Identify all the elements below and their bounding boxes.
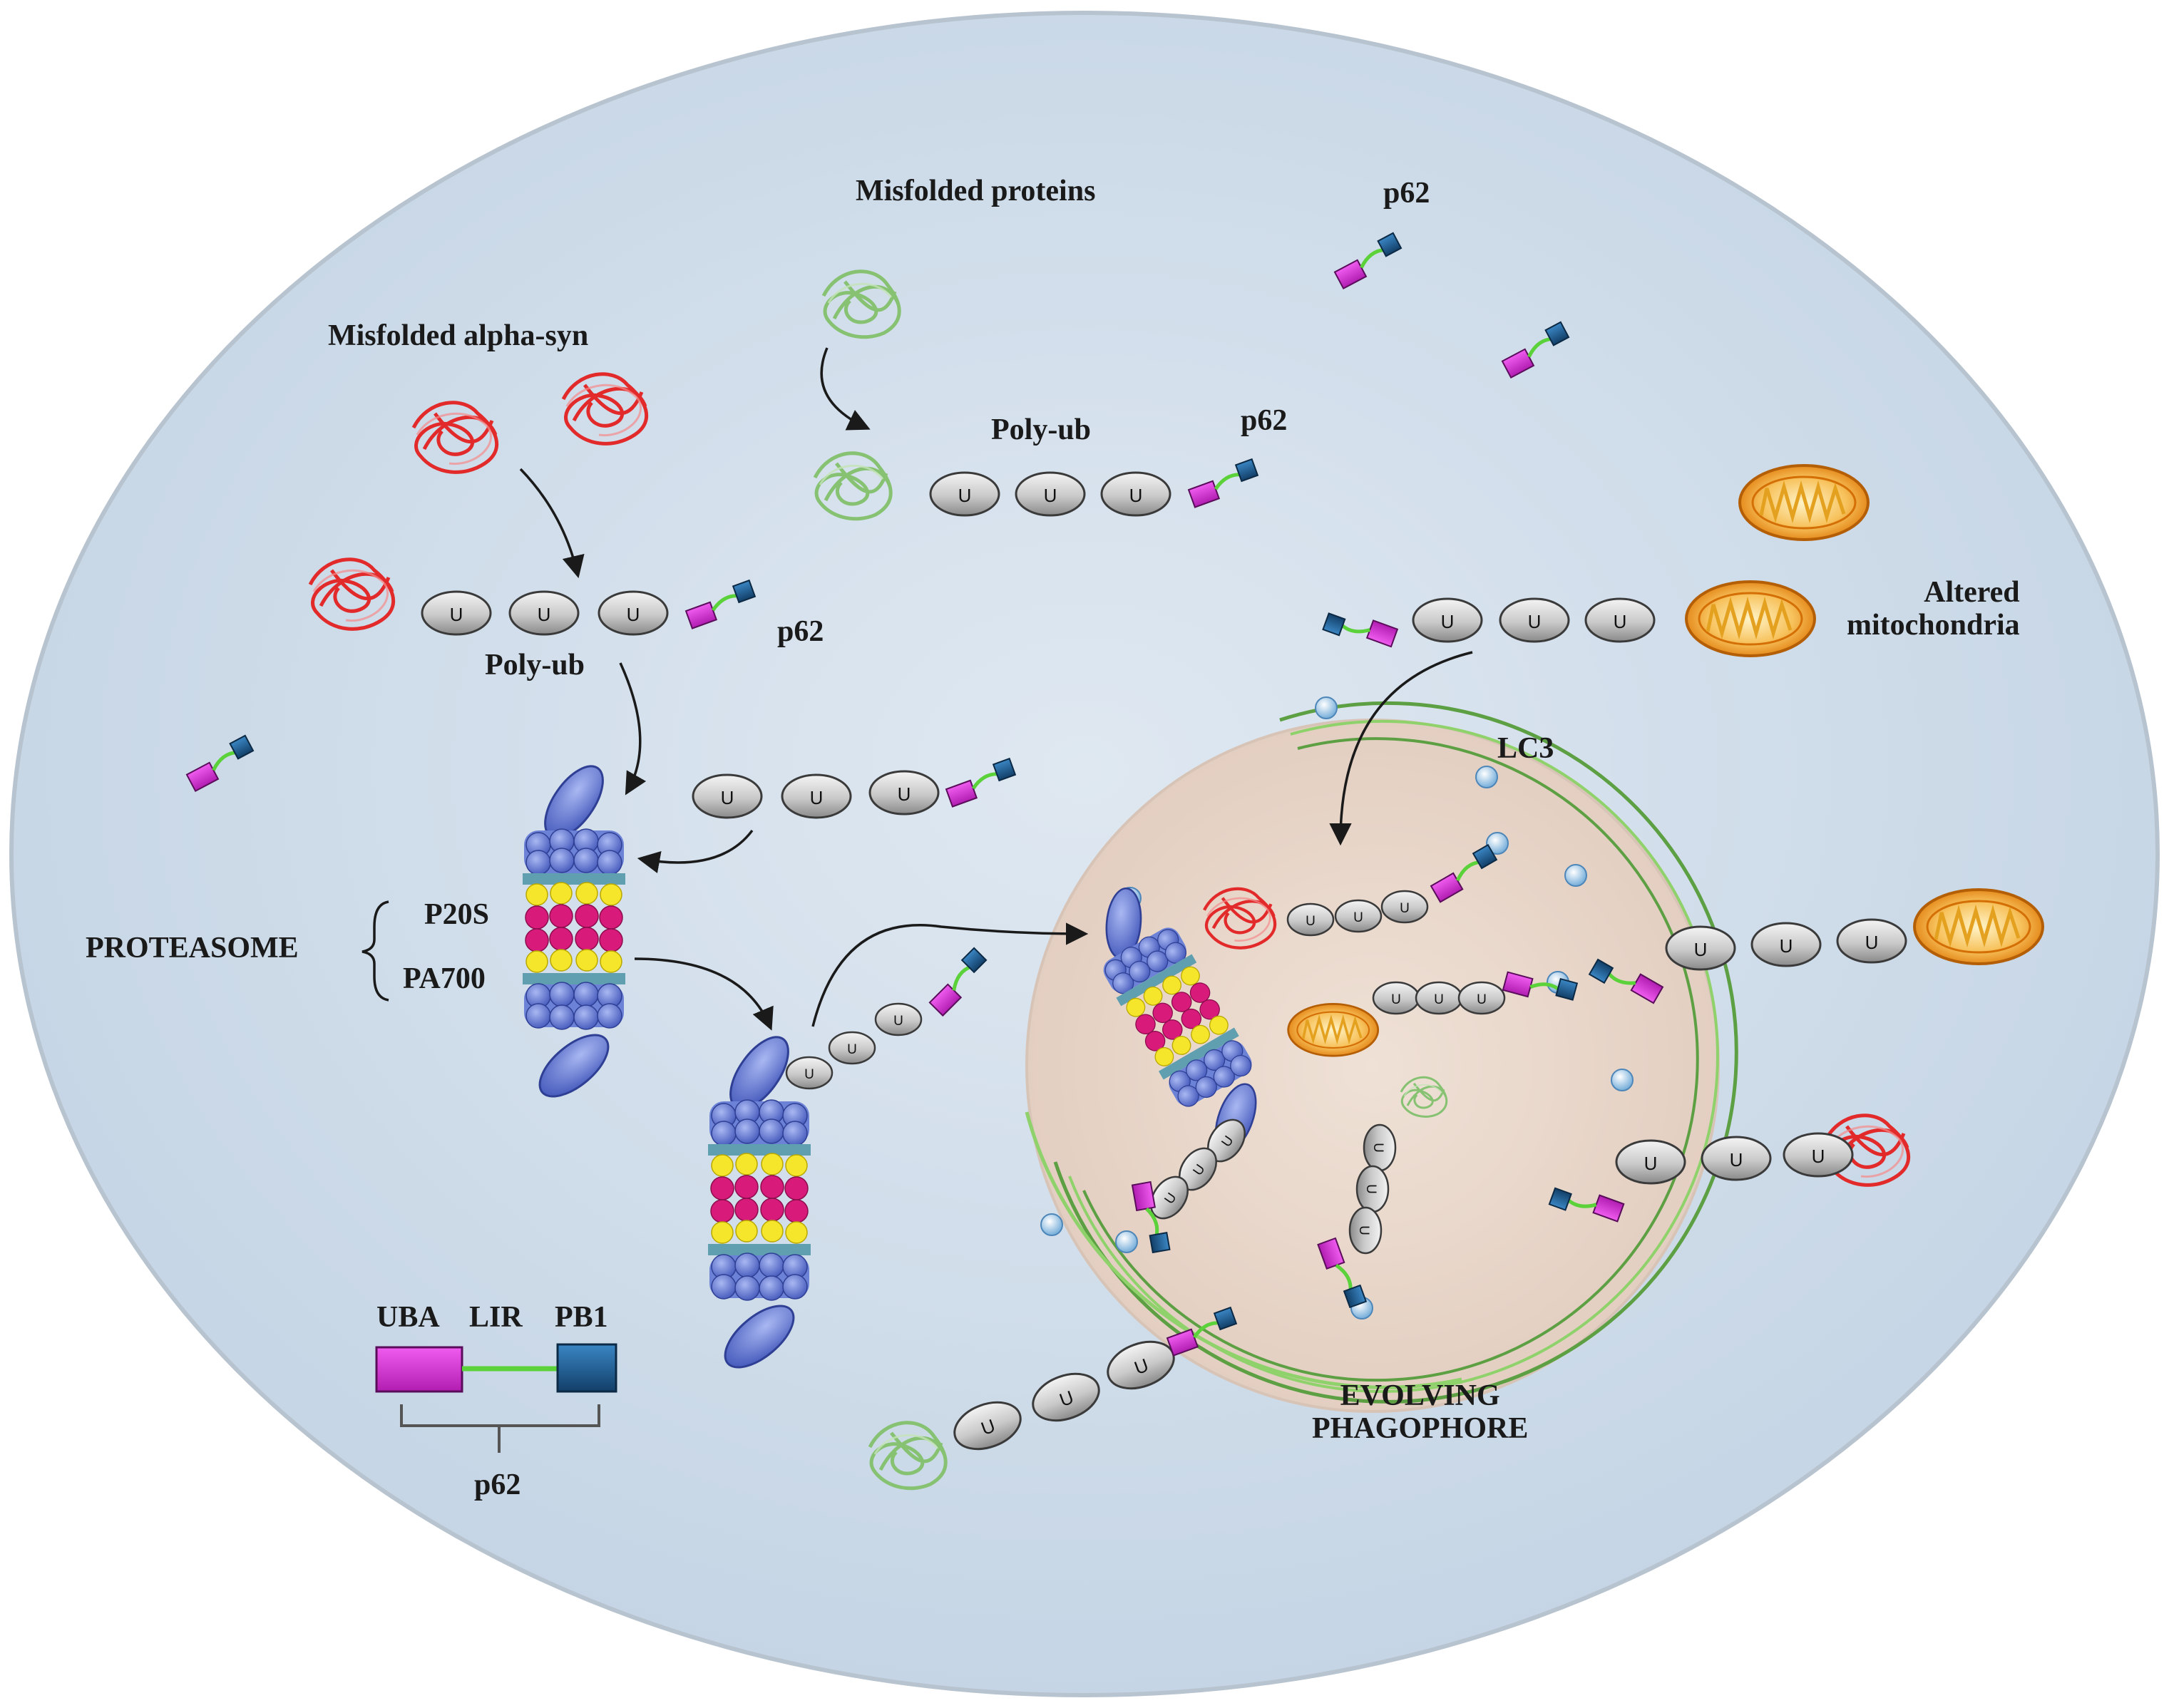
label-altered-mitochondria: Altered mitochondria bbox=[1847, 576, 2020, 642]
label-p62-legend: p62 bbox=[474, 1468, 521, 1501]
label-pb1: PB1 bbox=[555, 1301, 608, 1334]
label-evolving-phagophore: EVOLVING PHAGOPHORE bbox=[1312, 1379, 1529, 1446]
label-p62-top-mid: p62 bbox=[1241, 404, 1288, 437]
proteasome-brace bbox=[362, 900, 389, 1002]
label-p20s: P20S bbox=[424, 898, 490, 931]
p62-legend bbox=[375, 1343, 617, 1453]
label-p62-left: p62 bbox=[777, 615, 824, 648]
arrows bbox=[519, 347, 1473, 1031]
cell-body bbox=[9, 11, 2160, 1697]
label-misfolded-alpha-syn: Misfolded alpha-syn bbox=[328, 319, 589, 352]
label-proteasome: PROTEASOME bbox=[86, 932, 299, 964]
label-lc3: LC3 bbox=[1497, 732, 1554, 765]
label-poly-ub-top: Poly-ub bbox=[991, 413, 1092, 446]
label-p62-top-right: p62 bbox=[1383, 177, 1430, 210]
label-lir: LIR bbox=[469, 1301, 523, 1334]
label-uba: UBA bbox=[376, 1301, 440, 1334]
phagophore bbox=[1025, 701, 1738, 1413]
label-pa700: PA700 bbox=[403, 962, 486, 995]
label-misfolded-proteins: Misfolded proteins bbox=[856, 175, 1096, 207]
label-poly-ub-left: Poly-ub bbox=[485, 649, 585, 681]
